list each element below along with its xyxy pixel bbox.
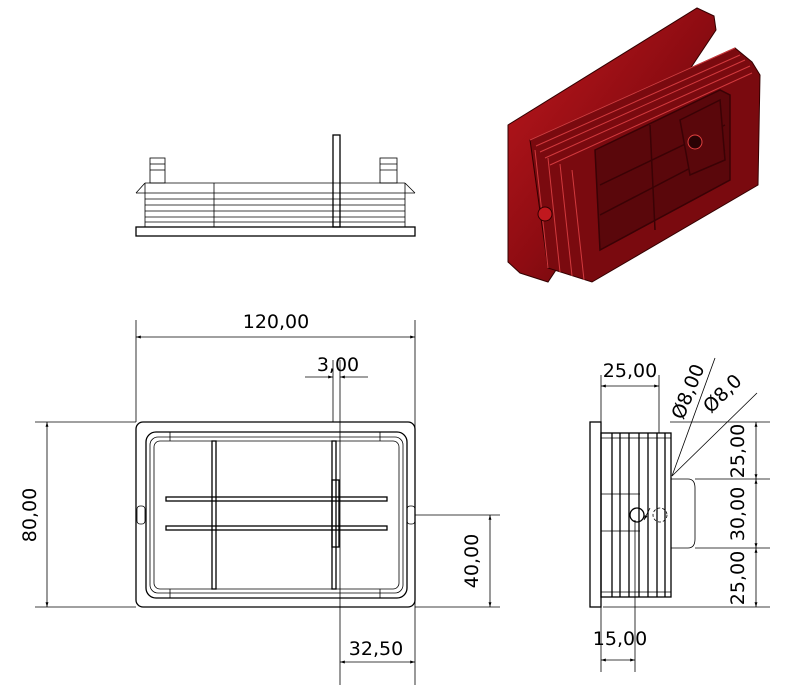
dim-side-middle: 30,00 [727,487,749,541]
dim-side-depth: 25,00 [603,360,657,382]
side-view [589,421,696,608]
dim-hole-offset: 15,00 [593,628,647,650]
dim-height-total: 80,00 [19,488,41,542]
isometric-view [507,7,761,283]
front-dimensions: 120,00 3,00 80,00 40,00 32,50 [19,311,500,685]
dim-width-total: 120,00 [243,311,309,333]
dim-side-upper: 25,00 [727,424,749,478]
dim-half-height: 40,00 [461,534,483,588]
top-view [135,134,416,237]
dim-post-width: 3,00 [317,354,359,376]
dim-side-lower: 25,00 [727,551,749,605]
front-view [135,421,416,608]
dim-post-offset: 32,50 [349,638,403,660]
